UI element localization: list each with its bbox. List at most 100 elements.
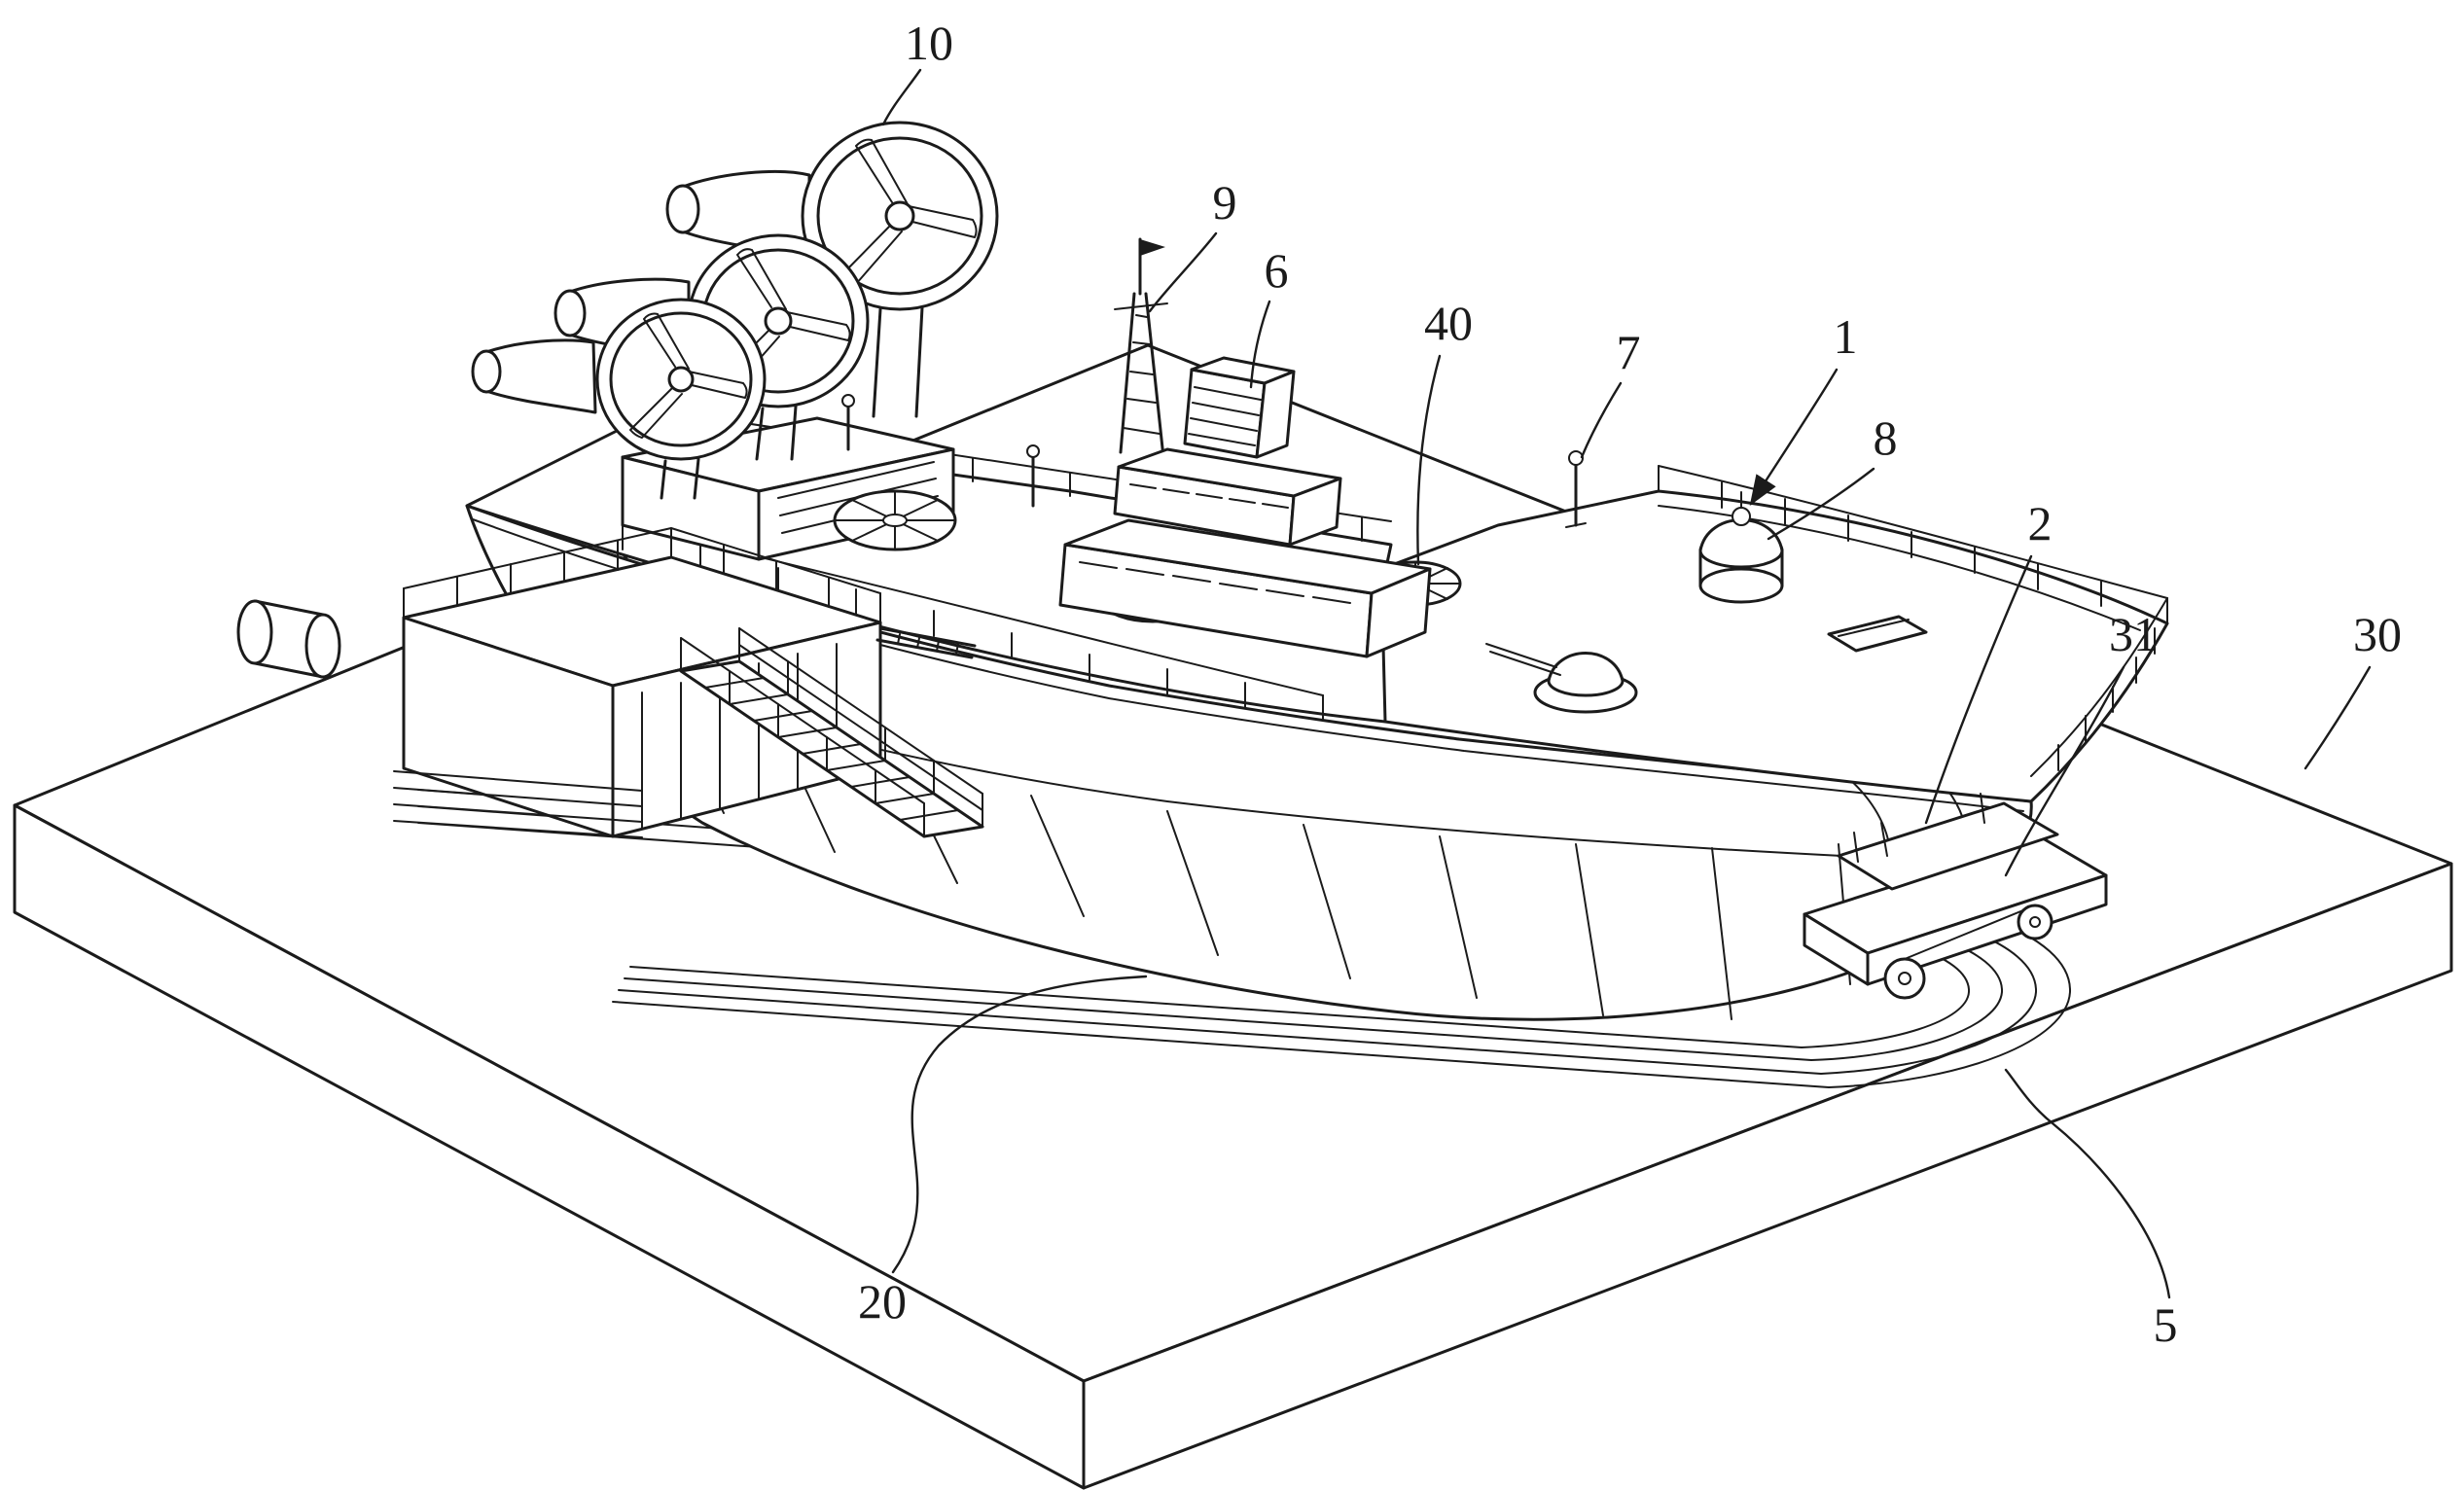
deck-posts — [841, 394, 1587, 528]
trolley-body — [1837, 801, 2059, 891]
ref-label-1: 1 — [1833, 309, 1858, 364]
boarding-dock — [236, 527, 984, 838]
turret-dome — [1547, 652, 1625, 682]
mooring-drum — [236, 599, 341, 679]
leader-line-40 — [1416, 354, 1442, 566]
funnel — [1183, 356, 1296, 459]
stern-propulsion — [471, 121, 999, 500]
dome-base — [1698, 567, 1784, 604]
ref-label-30: 30 — [2353, 607, 2402, 661]
cabin-side — [1288, 477, 1342, 547]
stair-far-rail-posts — [680, 637, 925, 837]
stairs — [679, 627, 984, 838]
nacelle-cap-3 — [471, 349, 502, 394]
bow-railing-posts — [1658, 465, 2168, 624]
mast-crossbars — [1123, 314, 1161, 435]
deck-post-7-base — [1565, 522, 1587, 528]
dock-railing-rails — [403, 527, 881, 594]
bow-front-railing-posts — [2057, 627, 2156, 771]
leader-line-6 — [1249, 300, 1271, 389]
ref-label-6: 6 — [1264, 243, 1289, 298]
mast-legs — [1119, 292, 1165, 459]
propeller-hub-2 — [764, 306, 793, 336]
gun-turret — [1485, 643, 1638, 714]
drum-sides — [253, 599, 325, 679]
ref-label-2: 2 — [2027, 496, 2053, 550]
gangway-planks — [875, 626, 977, 659]
ref-label-8: 8 — [1873, 410, 1898, 465]
trolley-wheel-1-hub — [1898, 972, 1911, 985]
nacelle-cap-1 — [665, 184, 700, 234]
ducted-propeller-3 — [471, 298, 767, 461]
leader-line-7 — [1580, 381, 1623, 459]
mast — [1114, 237, 1168, 459]
ref-label-9: 9 — [1212, 175, 1237, 230]
stair-steps — [680, 660, 983, 837]
nacelle-cap-2 — [554, 289, 587, 337]
drum-end-near — [236, 599, 273, 665]
leader-line-1 — [1749, 368, 1839, 507]
propeller-hub-3 — [667, 366, 695, 393]
mast-flag — [1140, 239, 1165, 256]
lift-fan-1-hub — [882, 514, 908, 527]
trolley-axle — [1904, 905, 2036, 960]
duct-pylons — [660, 305, 924, 500]
stair-far-rail — [680, 637, 925, 804]
ref-label-20: 20 — [858, 1274, 907, 1329]
deck-post-b-top — [1026, 444, 1040, 458]
dome-cylinder — [1698, 549, 1784, 587]
propeller-hub-1 — [884, 200, 915, 231]
leader-lines — [881, 68, 2372, 1299]
foredeck — [1379, 465, 2169, 803]
ducted-propeller-1 — [665, 121, 999, 311]
leader-line-5 — [2004, 1068, 2171, 1299]
dock-railing-posts — [403, 527, 881, 623]
near-railing-posts — [622, 523, 1324, 722]
deck-post-7-top — [1568, 450, 1584, 466]
trolley-struts — [1853, 793, 1985, 863]
deck-hatch — [1827, 615, 1928, 653]
mast-yard — [1114, 302, 1168, 310]
leader-line-31 — [2004, 665, 2125, 877]
lift-fan-1-vanes — [834, 490, 956, 550]
leader-line-30 — [2303, 665, 2372, 770]
ref-label-10: 10 — [905, 16, 953, 70]
funnel-louvers — [1188, 386, 1262, 446]
cabin-windows — [1129, 483, 1289, 509]
dome-finial — [1732, 507, 1751, 526]
superstructure — [1058, 447, 1432, 658]
leader-line-2 — [1924, 554, 2033, 825]
trolley-wheel-2-hub — [2029, 916, 2041, 928]
bridge-side — [1365, 567, 1432, 658]
track-rails-front-segment — [393, 770, 643, 838]
radar-dome — [1698, 491, 1784, 604]
stair-near-rails — [738, 627, 983, 811]
housing-left — [621, 455, 761, 561]
propeller-blades-3 — [629, 312, 748, 439]
leader-line-20 — [891, 975, 1148, 1274]
gangway-treads — [897, 633, 959, 655]
engine-nacelle-3 — [484, 338, 597, 414]
trolley-plate-right — [1866, 873, 2108, 986]
turret-barrels — [1485, 643, 1561, 676]
funnel-side — [1255, 370, 1296, 459]
bridge-windows — [1079, 561, 1351, 604]
dock-panel-lines — [641, 643, 838, 830]
deck-post-c-top — [841, 394, 855, 408]
bow-railing-rail — [1658, 465, 2168, 599]
hatch-plate — [1827, 615, 1928, 653]
hovercraft — [465, 121, 2169, 1021]
bow-trolley — [1803, 793, 2108, 1000]
bow-front-railing-rail — [2030, 597, 2168, 777]
leader-line-10 — [881, 68, 922, 126]
gangway — [875, 626, 977, 659]
drum-end-far — [304, 613, 341, 679]
leader-line-8 — [1767, 467, 1875, 541]
hatch-line — [1838, 619, 1910, 637]
foredeck-surface — [1379, 489, 2169, 803]
ref-label-31: 31 — [2109, 607, 2158, 661]
ref-label-5: 5 — [2153, 1297, 2178, 1352]
ref-label-7: 7 — [1616, 325, 1641, 379]
